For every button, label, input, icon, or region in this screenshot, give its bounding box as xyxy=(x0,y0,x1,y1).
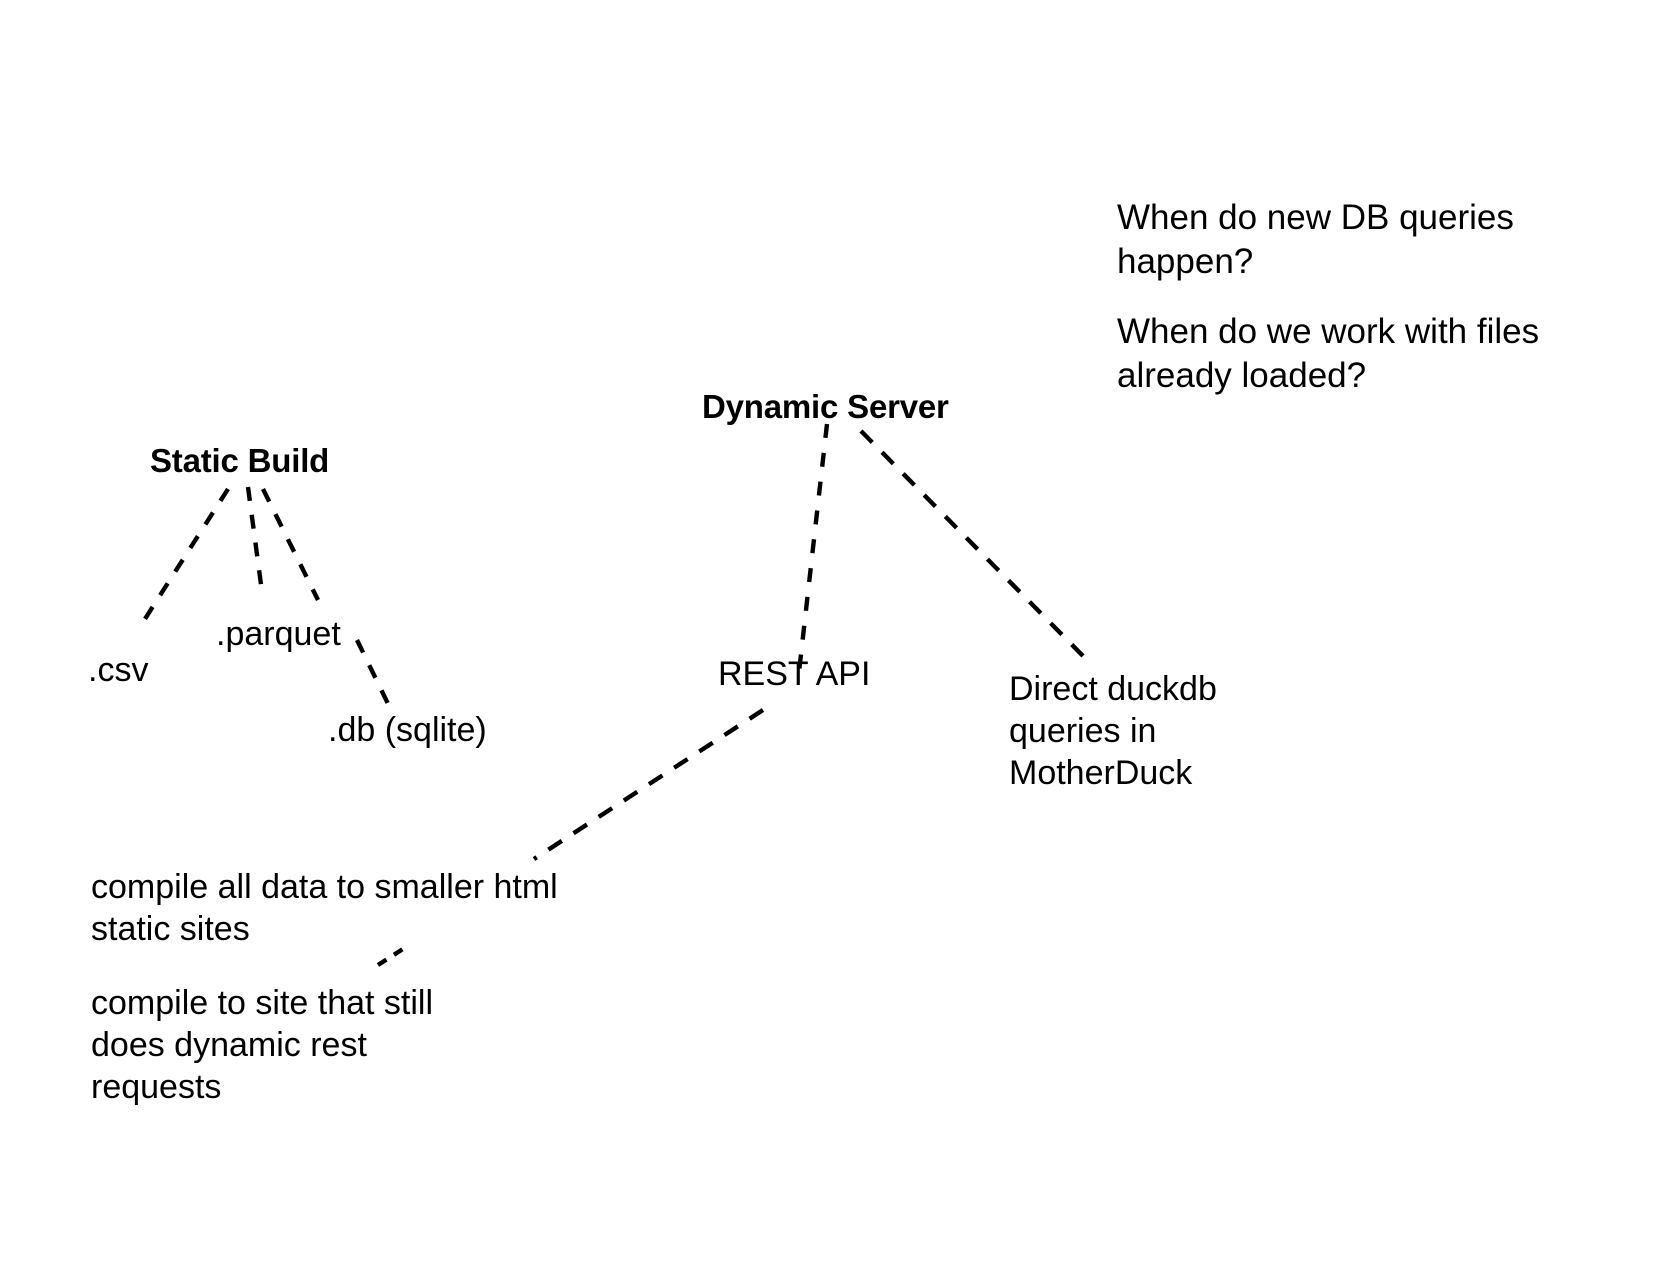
question-files-loaded: When do we work with files already loade… xyxy=(1117,312,1540,396)
edge-dynamic-server-to-duckdb xyxy=(859,429,1090,663)
node-db-sqlite: .db (sqlite) xyxy=(328,711,487,749)
node-parquet: .parquet xyxy=(216,615,341,653)
question-db-queries: When do new DB queries happen? xyxy=(1117,198,1514,282)
edge-static-build-to-sqlite-b xyxy=(355,639,394,713)
edge-static-build-to-csv xyxy=(141,487,230,624)
note-compile-dynamic: compile to site that still does dynamic … xyxy=(91,984,434,1107)
heading-dynamic-server: Dynamic Server xyxy=(702,388,949,425)
edge-dynamic-server-to-rest-api xyxy=(796,423,830,673)
edge-static-build-to-sqlite-a xyxy=(261,488,320,601)
node-direct-duckdb: Direct duckdb queries in MotherDuck xyxy=(1009,670,1217,793)
note-compile-static: compile all data to smaller html static … xyxy=(91,868,558,949)
edge-static-build-to-parquet xyxy=(245,486,265,593)
edge-rest-api-to-compile-note xyxy=(532,708,765,861)
heading-static-build: Static Build xyxy=(150,442,330,479)
node-rest-api: REST API xyxy=(718,655,871,693)
node-csv: .csv xyxy=(88,651,149,689)
